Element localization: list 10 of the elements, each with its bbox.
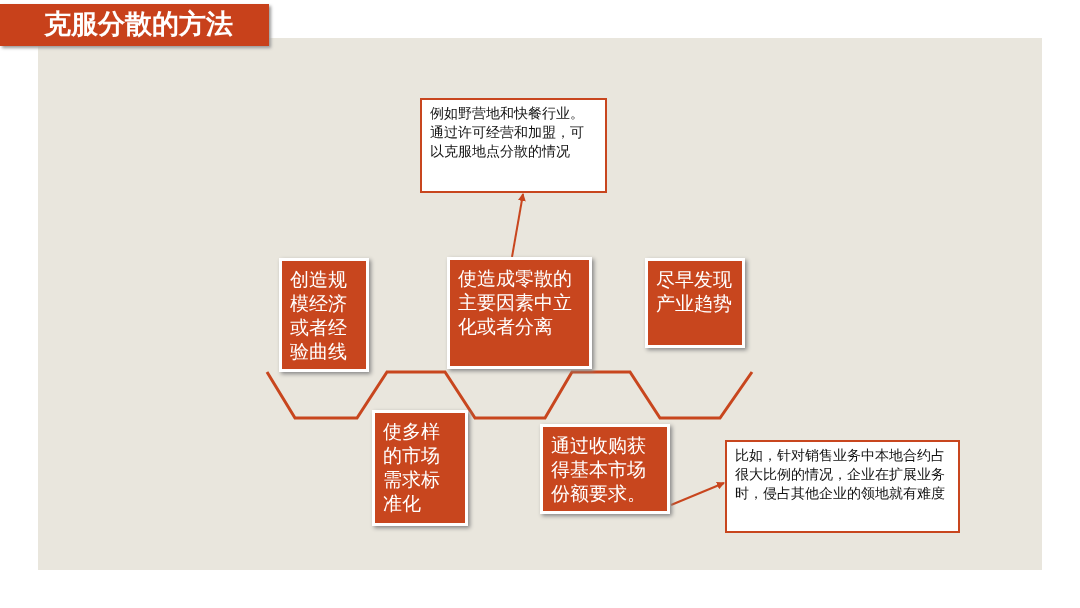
method-box: 使造成零散的主要因素中立化或者分离 xyxy=(447,257,592,369)
title-banner: 克服分散的方法 xyxy=(0,4,269,46)
method-box: 使多样的市场需求标准化 xyxy=(372,410,468,526)
note-box: 例如野营地和快餐行业。通过许可经营和加盟，可以克服地点分散的情况 xyxy=(420,98,607,193)
arrow xyxy=(670,482,725,506)
method-box: 尽早发现产业趋势 xyxy=(645,258,745,348)
note-box: 比如，针对销售业务中本地合约占很大比例的情况，企业在扩展业务时，侵占其他企业的领地就有难度 xyxy=(725,440,960,533)
method-box: 通过收购获得基本市场份额要求。 xyxy=(540,424,670,514)
arrow xyxy=(511,193,526,258)
method-box: 创造规模经济或者经验曲线 xyxy=(279,258,369,372)
